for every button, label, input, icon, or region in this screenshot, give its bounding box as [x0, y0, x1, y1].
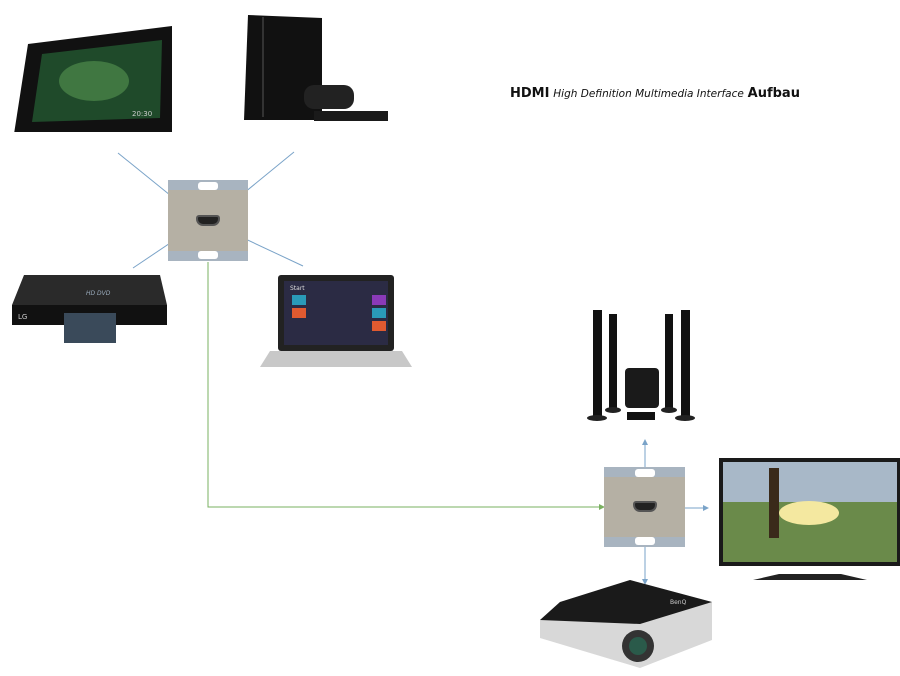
- blu-ray-player-image: LG HD DVD: [12, 275, 167, 345]
- title-middle: High Definition Multimedia Interface: [553, 88, 744, 100]
- laptop-image: Start: [260, 275, 412, 370]
- hdmi-wall-socket-output: [604, 467, 685, 547]
- svg-text:BenQ: BenQ: [670, 599, 687, 606]
- hdmi-wall-socket-input: [168, 180, 248, 261]
- television-image: [719, 458, 900, 582]
- title-suffix: Aufbau: [747, 86, 800, 101]
- game-console-image: [244, 15, 390, 125]
- diagram-title: HDMI High Definition Multimedia Interfac…: [510, 86, 800, 101]
- hdmi-port-icon: [632, 501, 657, 512]
- projector-image: BenQ: [540, 580, 712, 668]
- svg-text:20:30: 20:30: [132, 110, 152, 118]
- svg-text:Start: Start: [290, 285, 305, 292]
- svg-text:HD DVD: HD DVD: [86, 290, 111, 297]
- hdmi-cable: [207, 262, 605, 510]
- svg-text:LG: LG: [18, 313, 27, 321]
- home-theater-speakers-image: [585, 308, 697, 423]
- title-prefix: HDMI: [510, 86, 550, 101]
- hdmi-port-icon: [196, 214, 220, 226]
- tablet-image: 20:30: [14, 26, 172, 134]
